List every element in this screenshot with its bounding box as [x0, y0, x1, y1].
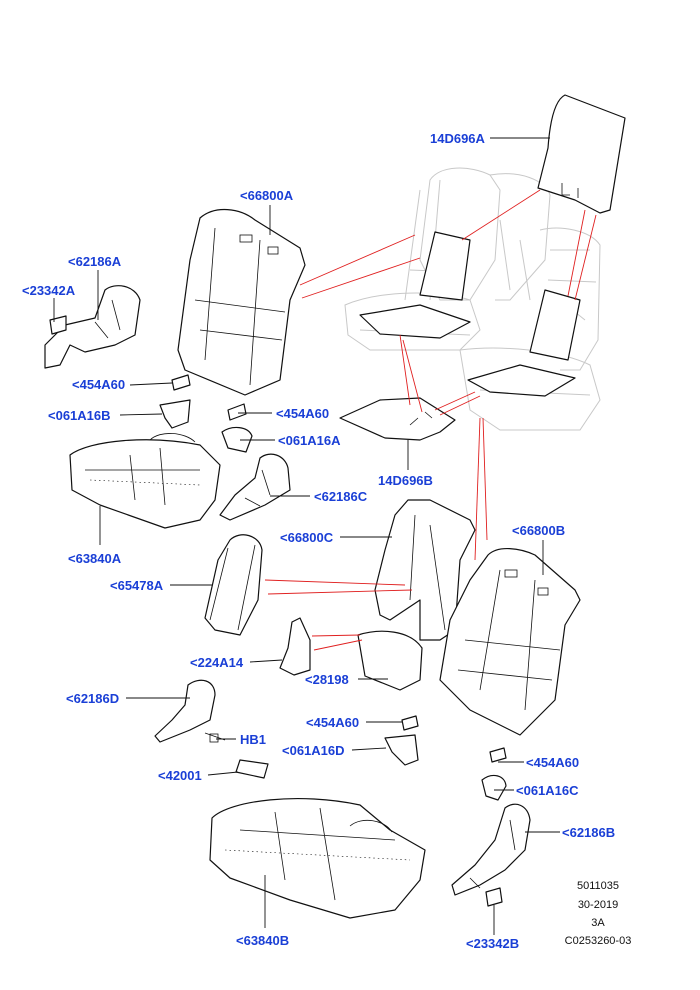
part-66800A-backrest-cover: [177, 208, 306, 396]
ref-line-3: 3A: [591, 917, 605, 929]
callout-28198[interactable]: <28198: [305, 672, 349, 687]
part-061A16D-trim: [384, 734, 419, 766]
part-62186C-bracket: [219, 453, 291, 521]
part-224A14-trim: [279, 617, 311, 676]
part-23342A-clip: [49, 315, 67, 335]
callout-454A60-a[interactable]: <454A60: [72, 377, 125, 392]
part-14D696A-panel: [537, 94, 626, 214]
ref-line-2: 30-2019: [578, 899, 618, 911]
callout-62186C[interactable]: <62186C: [314, 489, 368, 504]
callout-14D696A[interactable]: 14D696A: [430, 131, 486, 146]
callout-23342A[interactable]: <23342A: [22, 283, 76, 298]
part-63840A-seat-cushion: [69, 433, 221, 529]
part-66800C-center-cover: [374, 499, 476, 641]
callout-63840A[interactable]: <63840A: [68, 551, 122, 566]
part-63840B-seat-cushion: [209, 798, 426, 919]
part-28198-panel: [357, 630, 423, 691]
callout-62186A[interactable]: <62186A: [68, 254, 122, 269]
callout-061A16C[interactable]: <061A16C: [516, 783, 579, 798]
callout-HB1[interactable]: HB1: [240, 732, 266, 747]
part-42001-cap: [235, 759, 269, 779]
callout-454A60-b[interactable]: <454A60: [276, 406, 329, 421]
callout-leaders: [53, 137, 560, 935]
callout-62186D[interactable]: <62186D: [66, 691, 119, 706]
callout-061A16A[interactable]: <061A16A: [278, 433, 341, 448]
callout-42001[interactable]: <42001: [158, 768, 202, 783]
callout-454A60-c[interactable]: <454A60: [306, 715, 359, 730]
callout-65478A[interactable]: <65478A: [110, 578, 164, 593]
callout-63840B[interactable]: <63840B: [236, 933, 289, 948]
part-061A16B-trim: [159, 399, 191, 429]
part-23342B-clip: [485, 887, 503, 907]
callout-061A16D[interactable]: <061A16D: [282, 743, 345, 758]
part-14D696B-panel: [339, 397, 456, 441]
callout-454A60-d[interactable]: <454A60: [526, 755, 579, 770]
part-66800B-backrest-cover: [439, 548, 581, 736]
callout-061A16B[interactable]: <061A16B: [48, 408, 111, 423]
red-assembly-lines: [264, 189, 597, 651]
callout-14D696B[interactable]: 14D696B: [378, 473, 433, 488]
callout-66800B[interactable]: <66800B: [512, 523, 565, 538]
callout-224A14[interactable]: <224A14: [190, 655, 244, 670]
part-061A16C-trim: [481, 774, 507, 801]
part-454A60-clip-c: [401, 715, 419, 731]
callout-62186B[interactable]: <62186B: [562, 825, 615, 840]
callout-23342B[interactable]: <23342B: [466, 936, 519, 951]
drawing-reference-block: 5011035 30-2019 3A C0253260-03: [565, 880, 632, 947]
part-454A60-clip-b: [227, 403, 247, 421]
part-061A16A-trim: [221, 426, 253, 453]
part-62186A-side-bracket: [44, 285, 141, 369]
callout-labels: 14D696A <66800A <62186A <23342A <454A60 …: [22, 131, 615, 951]
part-65478A-armrest: [204, 534, 263, 636]
part-62186B-bracket: [451, 803, 531, 896]
part-62186D-bracket: [154, 679, 226, 743]
ref-line-4: C0253260-03: [565, 935, 632, 947]
callout-66800C[interactable]: <66800C: [280, 530, 334, 545]
part-454A60-clip-d: [489, 747, 507, 763]
callout-66800A[interactable]: <66800A: [240, 188, 294, 203]
part-454A60-clip-a: [171, 374, 191, 391]
seat-inset-panels: [359, 231, 581, 397]
ref-line-1: 5011035: [577, 880, 619, 892]
